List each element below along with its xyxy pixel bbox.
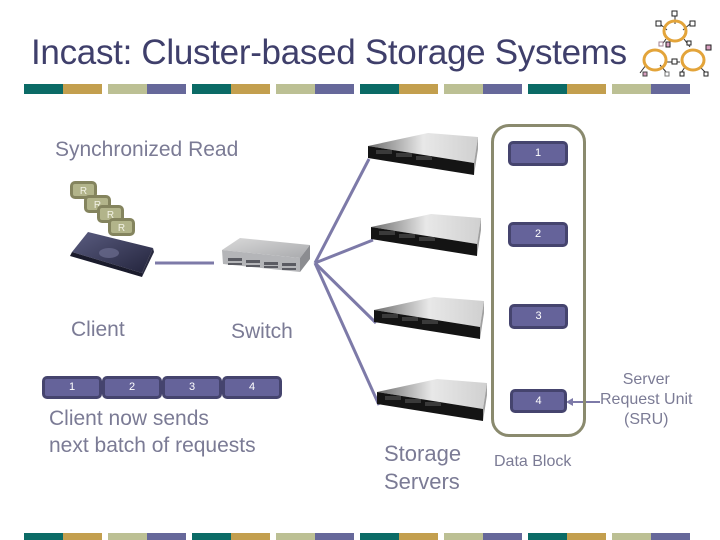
client-label: Client [71,318,125,341]
client-laptop-icon [70,232,154,277]
storage-server-icon [374,297,484,339]
stripe-segment [276,84,315,94]
slide-title: Incast: Cluster-based Storage Systems [31,33,627,72]
stripe-group [528,533,606,540]
stripe-group [24,533,102,540]
title-stripe-bar [24,84,696,94]
switch-server2-link [314,238,374,265]
stripe-group [444,533,522,540]
stripe-segment [276,533,315,540]
storage-server-icon [368,133,478,175]
stripe-segment [24,533,63,540]
stripe-segment [231,533,270,540]
stripe-segment [360,533,399,540]
stripe-segment [399,84,438,94]
stripe-group [360,533,438,540]
stripe-group [108,84,186,94]
stripe-segment [612,84,651,94]
stripe-group [108,533,186,540]
stripe-segment [147,84,186,94]
stripe-segment [483,84,522,94]
stripe-segment [192,533,231,540]
stripe-segment [360,84,399,94]
stripe-segment [651,533,690,540]
received-sru: 3 [162,376,222,399]
sru-annotation-line-1: Server [622,371,670,388]
storage-server-icon [377,379,487,421]
storage-label-line-2: Servers [384,469,460,494]
stripe-segment [528,84,567,94]
received-sru: 4 [222,376,282,399]
sru-annotation-line-2: Request Unit [600,391,693,408]
received-sru: 2 [102,376,162,399]
footer-stripe-bar [24,533,696,540]
received-sru: 1 [42,376,102,399]
stripe-segment [147,533,186,540]
storage-server-icons [368,133,487,421]
stripe-segment [528,533,567,540]
stripe-segment [444,533,483,540]
synchronized-read-heading: Synchronized Read [55,138,239,161]
batch-caption: Client now sends next batch of requests [49,405,256,459]
stripe-segment [108,533,147,540]
stripe-segment [567,533,606,540]
stripe-group [192,84,270,94]
server-sru: 2 [508,222,568,247]
data-block-frame [491,124,586,437]
stripe-segment [63,533,102,540]
server-sru: 1 [508,141,568,166]
switch-server1-link [313,158,371,264]
network-hexagons-icon [639,10,712,77]
switch-label: Switch [231,320,293,343]
stripe-segment [483,533,522,540]
stripe-segment [399,533,438,540]
stripe-segment [567,84,606,94]
pending-request: R [70,181,97,199]
stripe-segment [315,533,354,540]
server-sru: 3 [509,304,568,329]
stripe-group [360,84,438,94]
sru-annotation: Server Request Unit (SRU) [600,370,693,430]
batch-caption-line-2: next batch of requests [49,434,256,457]
stripe-segment [315,84,354,94]
pending-request: R [108,218,135,236]
stripe-group [528,84,606,94]
stripe-segment [108,84,147,94]
stripe-group [612,84,690,94]
stripe-group [192,533,270,540]
stripe-group [444,84,522,94]
stripe-segment [63,84,102,94]
stripe-segment [444,84,483,94]
storage-servers-label: Storage Servers [384,440,461,496]
stripe-group [612,533,690,540]
stripe-group [276,84,354,94]
switch-server4-link [313,262,381,406]
sru-annotation-line-3: (SRU) [624,411,669,428]
stripe-segment [192,84,231,94]
stripe-group [276,533,354,540]
stripe-segment [651,84,690,94]
storage-label-line-1: Storage [384,441,462,466]
batch-caption-line-1: Client now sends [49,407,209,430]
stripe-group [24,84,102,94]
stripe-segment [24,84,63,94]
storage-server-icon [371,214,481,256]
stripe-segment [231,84,270,94]
stripe-segment [612,533,651,540]
server-sru: 4 [510,389,567,413]
switch-device-icon [222,238,310,272]
switch-server3-link [313,261,378,325]
data-block-label: Data Block [494,453,572,470]
